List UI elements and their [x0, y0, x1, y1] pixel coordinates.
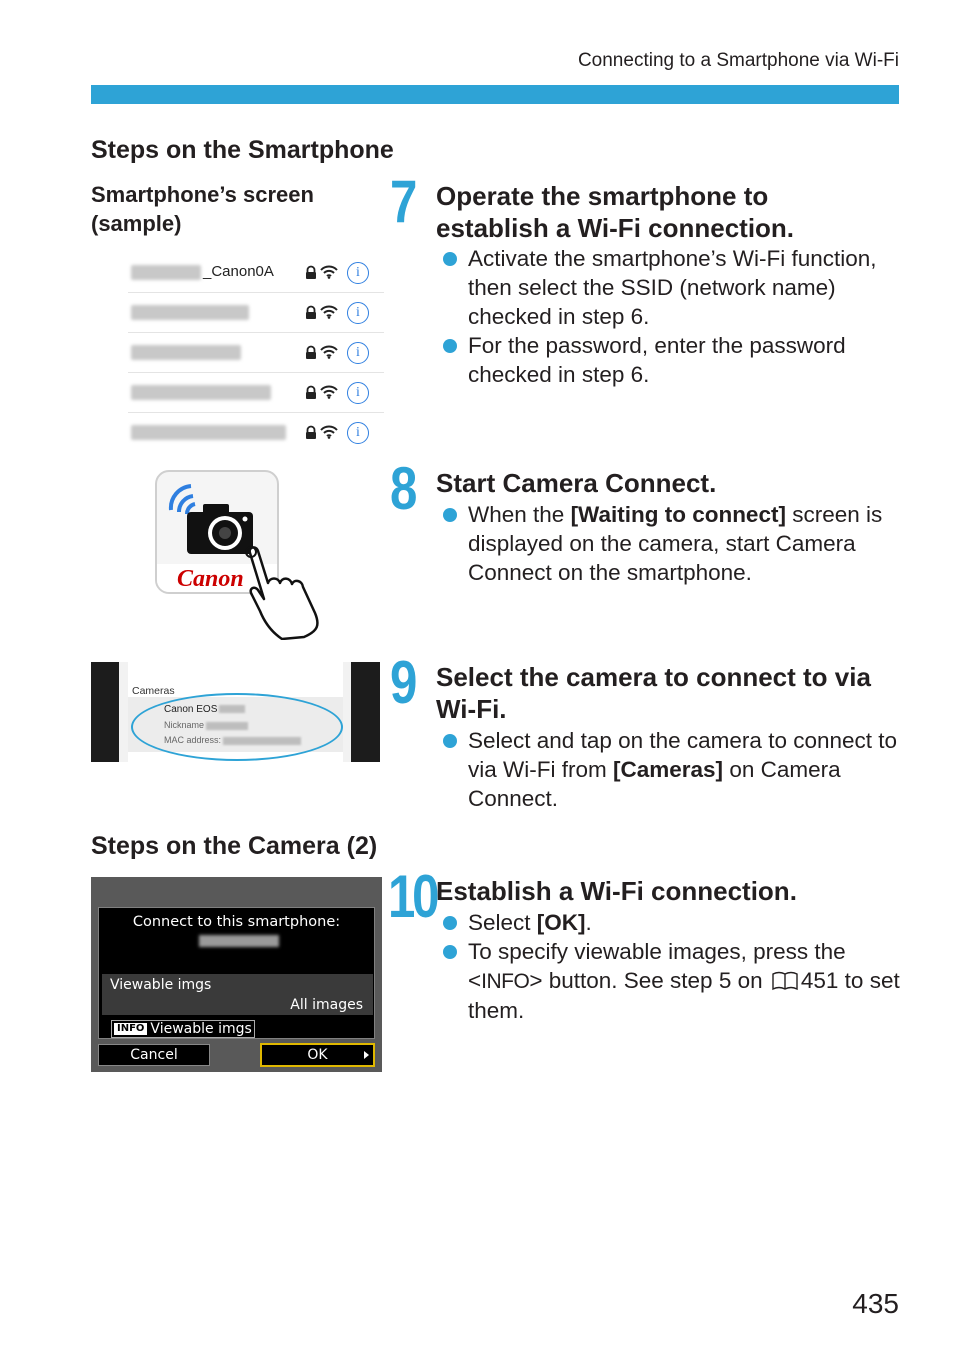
step-number-7: 7	[390, 168, 417, 235]
camera-lcd-screen: Connect to this smartphone: Viewable img…	[91, 877, 382, 1072]
ssid-redacted	[131, 385, 271, 400]
wifi-icon	[320, 385, 338, 399]
step-7-title-line1: Operate the smartphone to	[436, 181, 769, 211]
book-icon	[772, 971, 798, 991]
phone-name-redacted	[199, 935, 279, 947]
wifi-icon	[320, 305, 338, 319]
step-9-bullet: Select and tap on the camera to connect …	[443, 726, 903, 813]
info-icon[interactable]: i	[347, 262, 369, 284]
info-icon[interactable]: i	[347, 382, 369, 404]
canon-logo: Canon	[177, 566, 244, 592]
info-button-label: INFO	[481, 970, 530, 993]
screen-edge	[91, 662, 119, 762]
step-number-9: 9	[390, 649, 417, 716]
wifi-row[interactable]: i	[128, 293, 384, 333]
section-heading-camera: Steps on the Camera (2)	[91, 832, 378, 860]
info-hint-label: Viewable imgs	[150, 1021, 252, 1037]
page-number: 435	[852, 1288, 899, 1319]
lcd-dialog: Connect to this smartphone: Viewable img…	[98, 907, 375, 1039]
info-icon[interactable]: i	[347, 422, 369, 444]
ssid-redacted	[131, 345, 241, 360]
wifi-row[interactable]: i	[128, 373, 384, 413]
step-number-8: 8	[390, 455, 417, 522]
row-value: All images	[290, 997, 363, 1013]
ok-label: OK	[307, 1047, 328, 1063]
lock-icon	[306, 305, 316, 319]
step-7-bullet: For the password, enter the password che…	[443, 331, 903, 389]
step-10-bullets: Select [OK]. To specify viewable images,…	[443, 908, 903, 1025]
step-9-bullets: Select and tap on the camera to connect …	[443, 726, 903, 813]
highlight-ellipse	[131, 693, 343, 761]
wifi-icon	[320, 425, 338, 439]
step-number-10: 10	[388, 863, 439, 930]
step-10-title: Establish a Wi-Fi connection.	[436, 876, 797, 906]
cameras-screen: Cameras Canon EOS Nickname MAC address:	[91, 662, 380, 762]
lock-icon	[306, 345, 316, 359]
wifi-icon	[320, 265, 338, 279]
step-8-bullet: When the [Waiting to connect] screen is …	[443, 500, 903, 587]
step-7-title: Operate the smartphone to establish a Wi…	[436, 180, 794, 244]
cancel-button[interactable]: Cancel	[98, 1044, 210, 1066]
step-9-title-line2: Wi-Fi.	[436, 694, 507, 724]
wifi-row[interactable]: _Canon0A i	[128, 253, 384, 293]
ssid-redacted	[131, 425, 286, 440]
ssid-redacted	[131, 265, 201, 280]
running-header: Connecting to a Smartphone via Wi-Fi	[577, 50, 899, 71]
info-icon[interactable]: i	[347, 302, 369, 324]
section-heading-smartphone: Steps on the Smartphone	[91, 136, 394, 164]
step-10-bullet: Select [OK].	[443, 908, 903, 937]
camera-connect-app-icon[interactable]: Canon	[155, 470, 279, 594]
step-8-bullets: When the [Waiting to connect] screen is …	[443, 500, 903, 587]
step-9-title-line1: Select the camera to connect to via	[436, 662, 871, 692]
ssid-redacted	[131, 305, 249, 320]
screen-edge	[351, 662, 380, 762]
wifi-icon	[320, 345, 338, 359]
tapping-hand-icon	[245, 546, 319, 640]
step-9-title: Select the camera to connect to via Wi-F…	[436, 661, 871, 725]
wifi-row[interactable]: i	[128, 413, 384, 453]
cameras-label: Cameras	[132, 685, 175, 697]
wifi-network-list: _Canon0A i i i i i	[128, 253, 384, 453]
info-button-icon: INFO	[114, 1023, 148, 1035]
step-7-title-line2: establish a Wi-Fi connection.	[436, 213, 795, 243]
step-7-bullets: Activate the smartphone’s Wi-Fi function…	[443, 244, 903, 389]
step-10-bullet: To specify viewable images, press the <I…	[443, 937, 903, 1025]
ok-button[interactable]: OK	[260, 1043, 375, 1067]
wifi-row[interactable]: i	[128, 333, 384, 373]
screen-caption: Smartphone’s screen (sample)	[91, 182, 314, 236]
ssid-text: _Canon0A	[203, 263, 274, 280]
lock-icon	[306, 265, 316, 279]
info-icon[interactable]: i	[347, 342, 369, 364]
info-hint: INFO Viewable imgs	[111, 1020, 255, 1038]
lock-icon	[306, 425, 316, 439]
arrow-right-icon	[364, 1051, 369, 1059]
viewable-imgs-row[interactable]: Viewable imgs All images	[102, 974, 373, 1015]
header-bar	[91, 85, 899, 104]
lock-icon	[306, 385, 316, 399]
lcd-title: Connect to this smartphone:	[132, 914, 341, 930]
row-label: Viewable imgs	[110, 977, 212, 993]
step-7-bullet: Activate the smartphone’s Wi-Fi function…	[443, 244, 903, 331]
step-8-title: Start Camera Connect.	[436, 468, 717, 498]
